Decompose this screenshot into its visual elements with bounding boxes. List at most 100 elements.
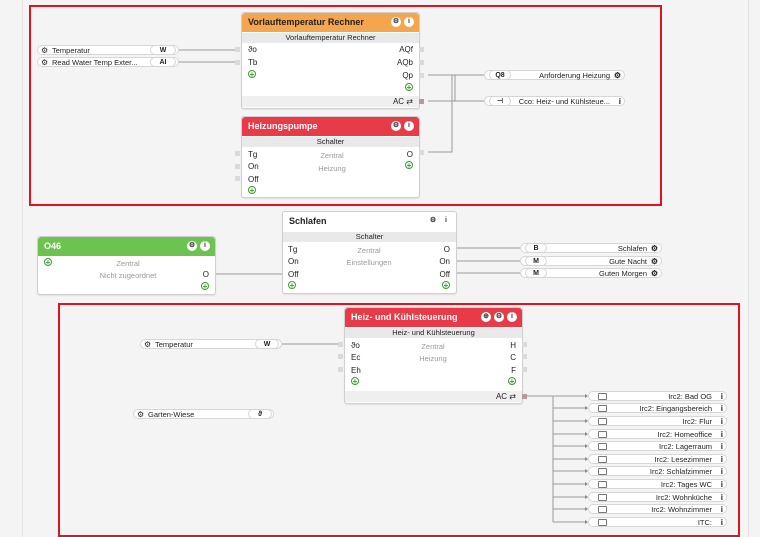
info-icon[interactable]: i	[720, 467, 723, 476]
gear-icon[interactable]: ⚙	[650, 257, 658, 266]
block-title[interactable]: Heizungspumpe	[242, 117, 419, 136]
gear-icon[interactable]: ⚙	[428, 216, 438, 226]
info-icon[interactable]: i	[441, 216, 451, 226]
output-guten-morgen[interactable]: M Guten Morgen ⚙	[520, 268, 662, 278]
block-heiz-und-kuehlsteuerung[interactable]: Heiz- und Kühlsteuerung ⊕ ⚙ i Heiz- und …	[344, 307, 523, 404]
gear-icon[interactable]: ⚙	[494, 312, 504, 322]
block-title[interactable]: O46	[38, 237, 215, 256]
input-garten-wiese[interactable]: ⚙ Garten-Wiese ϑ	[133, 409, 274, 419]
gear-icon[interactable]: ⚙	[187, 241, 197, 251]
output-anforderung-heizung[interactable]: Q8 Anforderung Heizung ⚙	[484, 70, 625, 80]
block-title[interactable]: Vorlauftemperatur Rechner	[242, 13, 419, 32]
output-port-aqb[interactable]: AQb	[396, 58, 413, 67]
input-type-tag: AI	[150, 57, 176, 67]
port-marker	[419, 60, 424, 65]
output-port-f[interactable]: F	[511, 366, 516, 375]
info-icon[interactable]: i	[720, 442, 723, 451]
gear-icon[interactable]: ⚙	[391, 121, 401, 131]
output-port-o[interactable]: O	[202, 270, 209, 279]
info-icon[interactable]: i	[720, 455, 723, 464]
output-gute-nacht[interactable]: M Gute Nacht ⚙	[520, 256, 662, 266]
port-marker	[522, 354, 527, 359]
input-port-eh[interactable]: Eh	[351, 366, 361, 375]
add-output-icon[interactable]: +	[405, 83, 413, 92]
block-o46[interactable]: O46 ⚙ i + Zentral Nicht zugeordnet O +	[37, 236, 216, 295]
add-input-icon[interactable]: +	[288, 281, 296, 290]
output-type-tag: M	[525, 268, 547, 278]
add-input-icon[interactable]: +	[248, 186, 256, 195]
info-icon[interactable]: i	[720, 430, 723, 439]
input-port-vo[interactable]: ϑo	[248, 45, 257, 54]
input-temperatur[interactable]: ⚙ Temperatur W	[37, 45, 179, 55]
block-title[interactable]: Schlafen	[283, 212, 456, 231]
output-cco-heiz-kuehlsteuerung[interactable]: ⊣ Cco: Heiz- und Kühlsteue... i	[484, 96, 625, 106]
add-output-icon[interactable]: +	[442, 281, 450, 290]
add-output-icon[interactable]: +	[201, 282, 209, 291]
block-heizungspumpe[interactable]: Heizungspumpe ⚙ i Schalter Tg On Off + Z…	[241, 116, 420, 198]
input-port-on[interactable]: On	[288, 257, 299, 266]
port-marker	[235, 164, 240, 169]
add-output-icon[interactable]: +	[405, 161, 413, 170]
output-schlafen[interactable]: B Schlafen ⚙	[520, 243, 662, 253]
block-room: Heizung	[318, 164, 346, 173]
info-icon[interactable]: i	[404, 17, 414, 27]
output-port-c[interactable]: C	[510, 353, 516, 362]
link-icon[interactable]: ⊕	[481, 312, 491, 322]
input-port-off[interactable]: Off	[248, 175, 259, 184]
add-output-icon[interactable]: +	[508, 377, 516, 386]
info-icon[interactable]: i	[720, 505, 723, 514]
output-port-qp[interactable]: Qp	[402, 71, 413, 80]
input-port-on[interactable]: On	[248, 162, 259, 171]
output-port-o[interactable]: O	[406, 150, 413, 159]
input-temperatur-2[interactable]: ⚙ Temperatur W	[140, 339, 282, 349]
output-port-h[interactable]: H	[510, 341, 516, 350]
output-port-off[interactable]: Off	[439, 270, 450, 279]
output-itc[interactable]: ITC:i	[588, 517, 727, 527]
info-icon[interactable]: i	[507, 312, 517, 322]
output-port-on[interactable]: On	[439, 257, 450, 266]
gear-icon[interactable]: ⚙	[650, 244, 658, 253]
gear-icon[interactable]: ⚙	[650, 269, 658, 278]
input-port-vo[interactable]: ϑo	[351, 341, 360, 350]
add-input-icon[interactable]: +	[248, 70, 256, 79]
output-label: Guten Morgen	[599, 269, 647, 278]
info-icon[interactable]: i	[720, 480, 723, 489]
input-port-tg[interactable]: Tg	[248, 150, 258, 159]
input-port-ec[interactable]: Ec	[351, 353, 361, 362]
output-port-o[interactable]: O	[443, 245, 450, 254]
input-port-tg[interactable]: Tg	[288, 245, 298, 254]
output-port-ac[interactable]: AC ⇄	[495, 392, 516, 401]
port-marker	[235, 151, 240, 156]
input-read-water-temp[interactable]: ⚙ Read Water Temp Exter... AI	[37, 57, 179, 67]
block-title[interactable]: Heiz- und Kühlsteuerung	[345, 308, 522, 327]
block-schlafen[interactable]: Schlafen ⚙ i Schalter Tg On Off + Zentra…	[282, 211, 457, 294]
input-port-off[interactable]: Off	[288, 270, 299, 279]
info-icon[interactable]: i	[720, 392, 723, 401]
info-icon[interactable]: i	[618, 97, 621, 106]
block-vorlauftemperatur-rechner[interactable]: Vorlauftemperatur Rechner ⚙ i Vorlauftem…	[241, 12, 420, 109]
info-icon[interactable]: i	[200, 241, 210, 251]
output-port-aqf[interactable]: AQf	[399, 45, 413, 54]
info-icon[interactable]: i	[720, 404, 723, 413]
info-icon[interactable]: i	[720, 493, 723, 502]
gear-icon[interactable]: ⚙	[613, 71, 621, 80]
output-port-ac[interactable]: AC ⇄	[392, 97, 413, 106]
input-port-tb[interactable]: Tb	[248, 58, 258, 67]
add-input-icon[interactable]: +	[44, 258, 52, 267]
info-icon[interactable]: i	[720, 518, 723, 527]
gear-icon[interactable]: ⚙	[391, 17, 401, 27]
info-icon[interactable]: i	[404, 121, 414, 131]
add-input-icon[interactable]: +	[351, 377, 359, 386]
info-icon[interactable]: i	[720, 417, 723, 426]
checkbox-icon	[598, 418, 607, 425]
